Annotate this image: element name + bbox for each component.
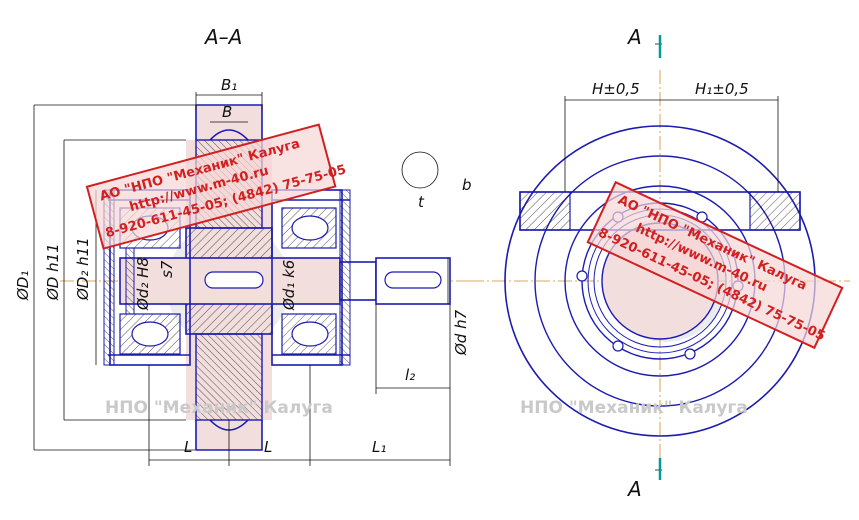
dim-b1: B₁: [221, 76, 237, 94]
dim-h: H±0,5: [592, 80, 640, 98]
section-label: A–A: [203, 25, 242, 49]
watermark-text-right: НПО "Механик" Калуга: [520, 398, 748, 418]
dim-l-left: L: [184, 438, 192, 456]
dim-l2: l₂: [405, 366, 415, 384]
dim-d-h11: ØD h11: [44, 243, 62, 301]
dim-s7: s7: [158, 260, 176, 278]
dim-l1: L₁: [372, 438, 386, 456]
dim-key-t: t: [418, 193, 425, 211]
dim-b: B: [222, 103, 232, 121]
dim-d1-k6: Ød₁ k6: [280, 260, 298, 311]
dim-key-b: b: [462, 176, 472, 194]
dim-d1: ØD₁: [14, 271, 32, 301]
dimension-lines-left: [33, 92, 451, 466]
dim-d2-h11: ØD₂ h11: [74, 237, 92, 301]
dimension-lines-right: [564, 43, 779, 471]
cut-label-bottom: A: [626, 477, 642, 501]
dim-d2-h8: Ød₂ H8: [134, 257, 152, 311]
dim-l-right: L: [264, 438, 272, 456]
cut-label-top: A: [626, 25, 642, 49]
dim-h1: H₁±0,5: [695, 80, 749, 98]
dim-d-h7: Ød h7: [452, 309, 470, 356]
watermark-text-left: НПО "Механик" Калуга: [105, 398, 333, 418]
